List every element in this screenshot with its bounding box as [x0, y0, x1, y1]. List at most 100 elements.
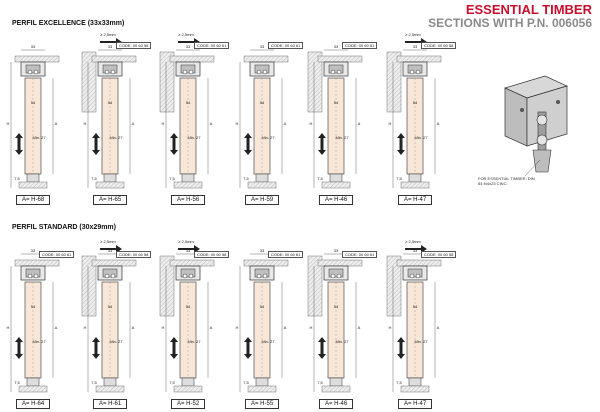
up-arrow-icon — [244, 133, 252, 144]
code-label: CODE: 00 60 58 — [421, 42, 457, 49]
wheel — [27, 273, 33, 279]
dimension-h-label: H — [389, 325, 392, 330]
bottom-guide — [329, 377, 343, 387]
wheel — [188, 69, 194, 75]
dimension-a-label: A — [437, 325, 440, 330]
dimension-min-value: Min. 27 — [261, 339, 275, 344]
panel-label: A= H-52 — [171, 399, 206, 409]
code-label: CODE: 00 60 61 — [342, 251, 378, 258]
up-arrow-icon — [170, 133, 178, 144]
panel-label: A= H-46 — [319, 399, 354, 409]
thickness-value: ≥ 2,5mm — [405, 239, 421, 244]
down-arrow-icon — [170, 144, 178, 155]
dimension-width-value: 54 — [260, 304, 265, 309]
dimension-bottom-value: 7,5 — [14, 176, 20, 181]
bottom-guide — [408, 173, 422, 183]
dimension-top-value: 33 — [260, 248, 265, 253]
up-arrow-icon — [15, 337, 23, 348]
wall-hatch — [307, 255, 323, 317]
floor-hatch — [18, 385, 48, 393]
wheel — [330, 273, 336, 279]
up-arrow-icon — [318, 133, 326, 144]
carriage — [328, 64, 344, 74]
section-title-standard: PERFIL STANDARD (30x29mm) — [12, 224, 116, 231]
dimension-a-label: A — [210, 325, 213, 330]
dimension-h-label: H — [162, 325, 165, 330]
leader-line — [524, 159, 541, 177]
hardware-illustration — [504, 75, 568, 177]
floor-hatch — [321, 385, 351, 393]
floor-hatch — [173, 385, 203, 393]
dimension-min-value: Min. 27 — [32, 135, 46, 140]
down-arrow-icon — [92, 348, 100, 359]
up-arrow-icon — [92, 133, 100, 144]
carriage — [328, 268, 344, 278]
ceiling-hatch — [91, 55, 137, 63]
dimension-a-label: A — [55, 325, 58, 330]
dimension-width-value: 54 — [186, 304, 191, 309]
wheel — [33, 69, 39, 75]
bottom-guide — [26, 173, 40, 183]
panel-label: A= H-59 — [245, 195, 280, 205]
dimension-bottom-value: 7,5 — [317, 380, 323, 385]
dimension-h-label: H — [236, 325, 239, 330]
down-arrow-icon — [397, 348, 405, 359]
panel-label: A= H-68 — [16, 195, 51, 205]
header-title: ESSENTIAL TIMBER — [465, 2, 592, 17]
dimension-bottom-value: 7,5 — [91, 176, 97, 181]
down-arrow-icon — [244, 144, 252, 155]
floor-hatch — [247, 181, 277, 189]
code-label: CODE: 00 60 58 — [116, 251, 152, 258]
dimension-a-label: A — [284, 121, 287, 126]
code-label: CODE: 00 60 61 — [268, 251, 304, 258]
dimension-top-value: 33 — [413, 44, 418, 49]
wall-hatch — [159, 255, 175, 317]
dimension-width-value: 54 — [334, 100, 339, 105]
dimension-top-value: 33 — [108, 248, 113, 253]
dimension-a-label: A — [132, 121, 135, 126]
fixing-note: FOR ESSENTIAL TIMBER: DIN 84 M4x25 CINC. — [478, 176, 535, 186]
wheel — [110, 69, 116, 75]
dimension-a-label: A — [55, 121, 58, 126]
code-label: CODE: 00 60 61 — [342, 42, 378, 49]
dimension-min-value: Min. 27 — [261, 135, 275, 140]
panel-label: A= H-46 — [319, 195, 354, 205]
bottom-guide — [181, 173, 195, 183]
dimension-h-label: H — [389, 121, 392, 126]
dimension-bottom-value: 7,5 — [91, 380, 97, 385]
code-label: CODE: 00 60 61 — [39, 251, 75, 258]
wheel — [336, 69, 342, 75]
ceiling-hatch — [243, 55, 289, 63]
dimension-min-value: Min. 27 — [32, 339, 46, 344]
dimension-h-label: H — [84, 121, 87, 126]
dimension-top-value: 33 — [413, 248, 418, 253]
wheel — [256, 69, 262, 75]
wall-hatch — [386, 51, 402, 113]
ceiling-hatch — [396, 55, 442, 63]
dimension-width-value: 54 — [108, 100, 113, 105]
dimension-bottom-value: 7,5 — [243, 176, 249, 181]
dimension-a-label: A — [210, 121, 213, 126]
floor-hatch — [321, 181, 351, 189]
dimension-top-value: 33 — [334, 44, 339, 49]
dimension-bottom-value: 7,5 — [169, 176, 175, 181]
bottom-guide — [255, 377, 269, 387]
wall-hatch — [386, 255, 402, 317]
wheel — [33, 273, 39, 279]
up-arrow-icon — [15, 133, 23, 144]
dimension-h-label: H — [7, 121, 10, 126]
code-label: CODE: 00 60 58 — [194, 251, 230, 258]
ceiling-hatch — [14, 259, 60, 267]
down-arrow-icon — [170, 348, 178, 359]
dimension-a-label: A — [437, 121, 440, 126]
ceiling-hatch — [317, 259, 363, 267]
bottom-guide — [103, 173, 117, 183]
carriage — [102, 64, 118, 74]
